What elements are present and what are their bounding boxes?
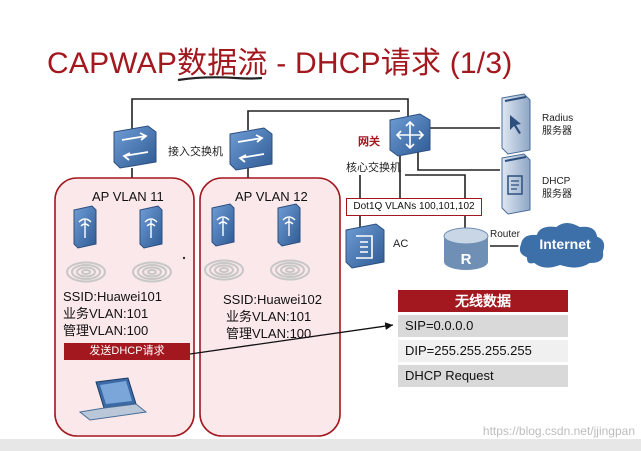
- internet-cloud-icon: [517, 221, 607, 270]
- wireless-data-row: SIP=0.0.0.0: [398, 315, 568, 337]
- vlan-11-mgmt-vlan: 管理VLAN:100: [63, 323, 149, 338]
- router-label: Router: [490, 229, 521, 240]
- dhcp-server-label: DHCP 服务器: [542, 176, 572, 200]
- ap-icon[interactable]: [211, 203, 235, 247]
- radius-server-icon[interactable]: [501, 93, 531, 155]
- vlan-12-mgmt-vlan: 管理VLAN:100: [226, 326, 312, 341]
- ac-label: AC: [393, 238, 409, 250]
- radius-server-label: Radius 服务器: [542, 113, 574, 137]
- ap-icon[interactable]: [73, 205, 97, 249]
- trunk-vlan-label: Dot1Q VLANs 100,101,102: [346, 198, 482, 216]
- wireless-signal-icons: [66, 259, 310, 283]
- dhcp-request-arrow: [189, 322, 394, 355]
- gateway-label: 网关: [358, 136, 380, 148]
- wireless-data-title: 无线数据: [398, 290, 568, 312]
- vlan-11-ssid: SSID:Huawei101: [63, 289, 162, 304]
- router-icon[interactable]: R: [443, 227, 489, 270]
- vlan-11-title: AP VLAN 11: [92, 189, 164, 204]
- access-switch-2-icon[interactable]: [229, 127, 273, 171]
- ap-icon[interactable]: [277, 203, 301, 247]
- internet-label: Internet: [539, 236, 591, 252]
- wireless-data-row: DHCP Request: [398, 365, 568, 387]
- access-switch-label: 接入交换机: [168, 146, 223, 158]
- footer-bar: [0, 439, 641, 451]
- dot-mark: [182, 256, 186, 260]
- vlan-12-service-vlan: 业务VLAN:101: [226, 309, 312, 324]
- wireless-data-row: DIP=255.255.255.255: [398, 340, 568, 362]
- vlan-12-ssid: SSID:Huawei102: [223, 292, 322, 307]
- vlan-box-12: [199, 177, 341, 437]
- vlan-12-title: AP VLAN 12: [235, 189, 308, 204]
- vlan-11-service-vlan: 业务VLAN:101: [63, 306, 149, 321]
- dhcp-server-icon[interactable]: [501, 153, 531, 215]
- page-title: CAPWAP数据流 - DHCP请求 (1/3): [47, 47, 513, 80]
- core-switch-label: 核心交换机: [346, 162, 401, 174]
- watermark: https://blog.csdn.net/jjingpan: [482, 424, 635, 438]
- title-underline: [177, 76, 263, 82]
- ap-icon[interactable]: [139, 205, 163, 249]
- ac-icon[interactable]: [345, 223, 385, 269]
- core-switch-icon[interactable]: [389, 113, 431, 157]
- laptop-icon[interactable]: [78, 377, 148, 421]
- access-switch-1-icon[interactable]: [113, 125, 157, 169]
- dhcp-send-label: 发送DHCP请求: [64, 343, 190, 360]
- svg-text:R: R: [461, 251, 472, 268]
